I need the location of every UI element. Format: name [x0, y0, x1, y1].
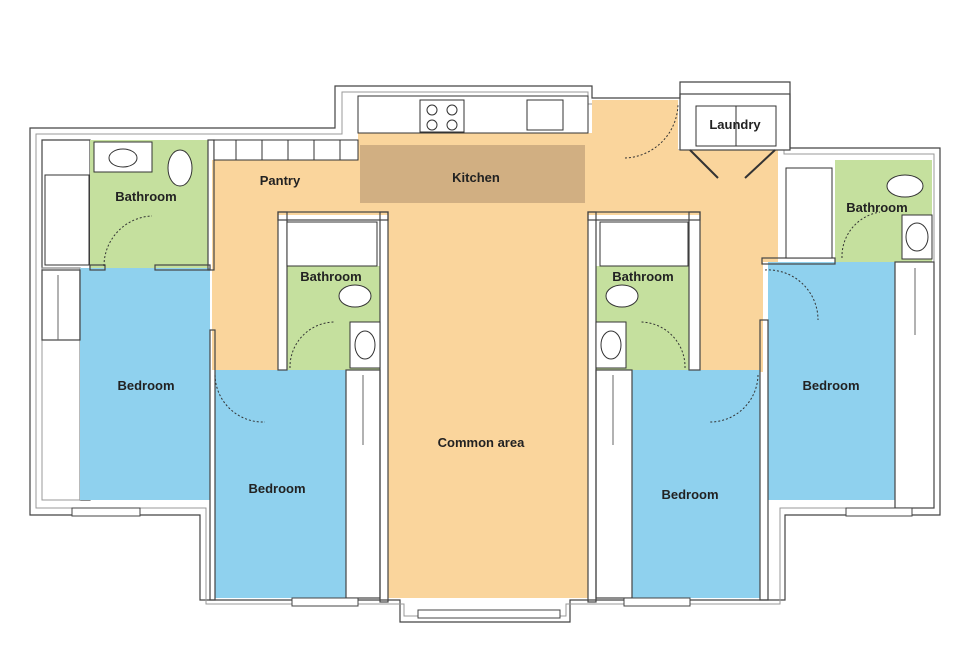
bedroom-2-floor [215, 370, 346, 598]
common-area-floor [212, 100, 778, 598]
bedroom-1-label: Bedroom [117, 378, 174, 393]
kitchen-label: Kitchen [452, 170, 500, 185]
closets [57, 268, 916, 445]
windows [71, 507, 913, 619]
door-swings [103, 103, 881, 423]
bathroom-1-label: Bathroom [115, 189, 176, 204]
bedroom-2-label: Bedroom [248, 481, 305, 496]
bathroom-3-label: Bathroom [612, 269, 673, 284]
bathroom-4-label: Bathroom [846, 200, 907, 215]
common-area-label: Common area [438, 435, 525, 450]
laundry-label: Laundry [709, 117, 761, 132]
bathroom-fixtures [44, 141, 933, 369]
inner-walls [41, 93, 935, 603]
bedroom-4-floor [768, 262, 895, 500]
bedroom-3-floor [632, 370, 760, 598]
pantry-label: Pantry [260, 173, 301, 188]
bathroom-2-label: Bathroom [300, 269, 361, 284]
bedroom-3-label: Bedroom [661, 487, 718, 502]
bedroom-4-label: Bedroom [802, 378, 859, 393]
kitchen-fixtures [213, 95, 589, 161]
bedroom-1-floor [80, 268, 210, 500]
kitchen-island [360, 145, 585, 203]
